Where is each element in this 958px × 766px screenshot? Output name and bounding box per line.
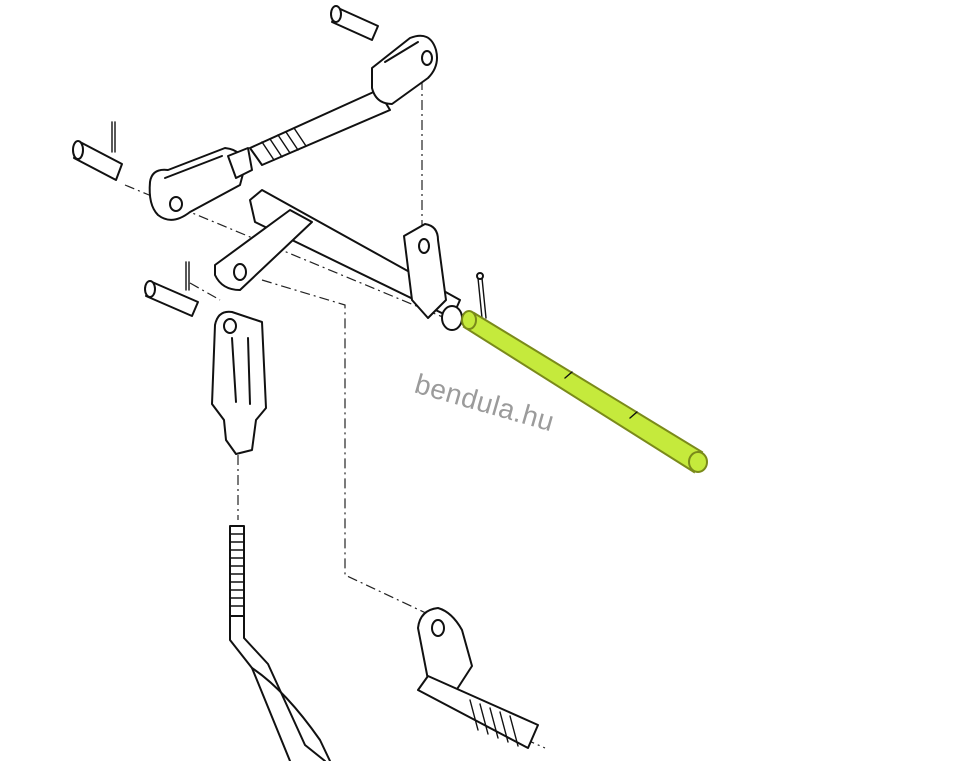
left-clevis-fork <box>148 147 253 221</box>
highlighted-shaft <box>461 310 708 474</box>
top-clevis-pin <box>330 5 379 41</box>
bent-link-rod <box>229 615 331 762</box>
lower-clevis-pin <box>144 261 199 317</box>
left-clevis-pin <box>72 121 123 181</box>
upper-adjusting-rod <box>249 34 438 166</box>
split-pin <box>476 272 487 319</box>
splined-lever <box>417 607 539 749</box>
threaded-rod <box>229 525 245 617</box>
lower-clevis-fork <box>211 310 267 455</box>
shaft-lever-arm <box>403 223 463 331</box>
